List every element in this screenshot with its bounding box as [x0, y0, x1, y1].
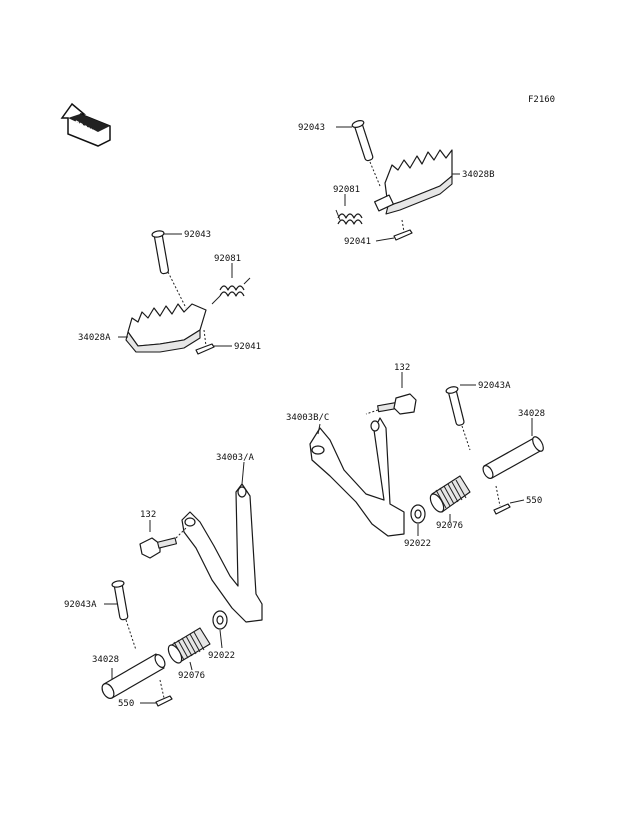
left-rubber: [167, 627, 211, 671]
label-mid-cotter: 92041: [234, 342, 261, 352]
label-left-shaft: 34028: [92, 655, 119, 665]
left-bolt: [139, 520, 187, 559]
right-bolt: [365, 372, 417, 415]
label-right-washer: 92022: [404, 539, 431, 549]
label-right-rubber: 92076: [436, 521, 463, 531]
left-pin: [104, 580, 137, 651]
left-washer: [212, 610, 228, 649]
label-top-cotter: 92041: [344, 237, 371, 247]
mid-pin: [151, 230, 187, 309]
left-shaft: [101, 653, 166, 699]
left-bracket-assembly: 34003/A 132 92043A 34028 92076 92022 550: [64, 453, 263, 709]
label-right-pin: 92043A: [478, 381, 511, 391]
label-mid-pin: 92043: [184, 230, 211, 240]
label-left-rubber: 92076: [178, 671, 205, 681]
mid-step: [118, 303, 207, 353]
top-spring: [335, 194, 363, 225]
label-left-washer: 92022: [208, 651, 235, 661]
figure-code: F2160: [528, 95, 555, 105]
label-top-spring: 92081: [333, 185, 360, 195]
right-bracket: [309, 417, 405, 537]
mid-cotter: [195, 329, 232, 355]
mid-spring: [211, 263, 251, 305]
label-left-bracket: 34003/A: [216, 453, 255, 463]
label-left-bolt: 132: [140, 510, 156, 520]
label-mid-spring: 92081: [214, 254, 241, 264]
left-bracket: [181, 461, 263, 623]
label-left-pin: 92043A: [64, 600, 97, 610]
middle-footpeg-assembly: 92043 92081 34028A 92041: [78, 230, 261, 355]
right-bracket-assembly: 132 92043A 34003B/C 34028 550 92076 9202…: [286, 363, 545, 549]
front-arrow-icon: FRONT: [60, 102, 111, 147]
label-mid-step: 34028A: [78, 333, 111, 343]
label-right-bracket: 34003B/C: [286, 413, 329, 423]
right-shaft: [482, 418, 544, 479]
right-cotter: [493, 485, 525, 515]
label-right-shaft: 34028: [518, 409, 545, 419]
label-right-bolt: 132: [394, 363, 410, 373]
right-rubber: [429, 475, 471, 522]
top-step: [374, 149, 460, 215]
label-top-pin: 92043: [298, 123, 325, 133]
left-cotter: [140, 679, 173, 707]
right-washer: [410, 504, 426, 536]
right-pin: [445, 384, 476, 451]
top-footpeg-assembly: 92043 34028B 92081 92041: [298, 119, 495, 247]
top-pin: [336, 119, 381, 187]
label-top-step: 34028B: [462, 170, 495, 180]
label-left-cotter: 550: [118, 699, 134, 709]
label-right-cotter: 550: [526, 496, 542, 506]
top-cotter: [375, 219, 413, 242]
